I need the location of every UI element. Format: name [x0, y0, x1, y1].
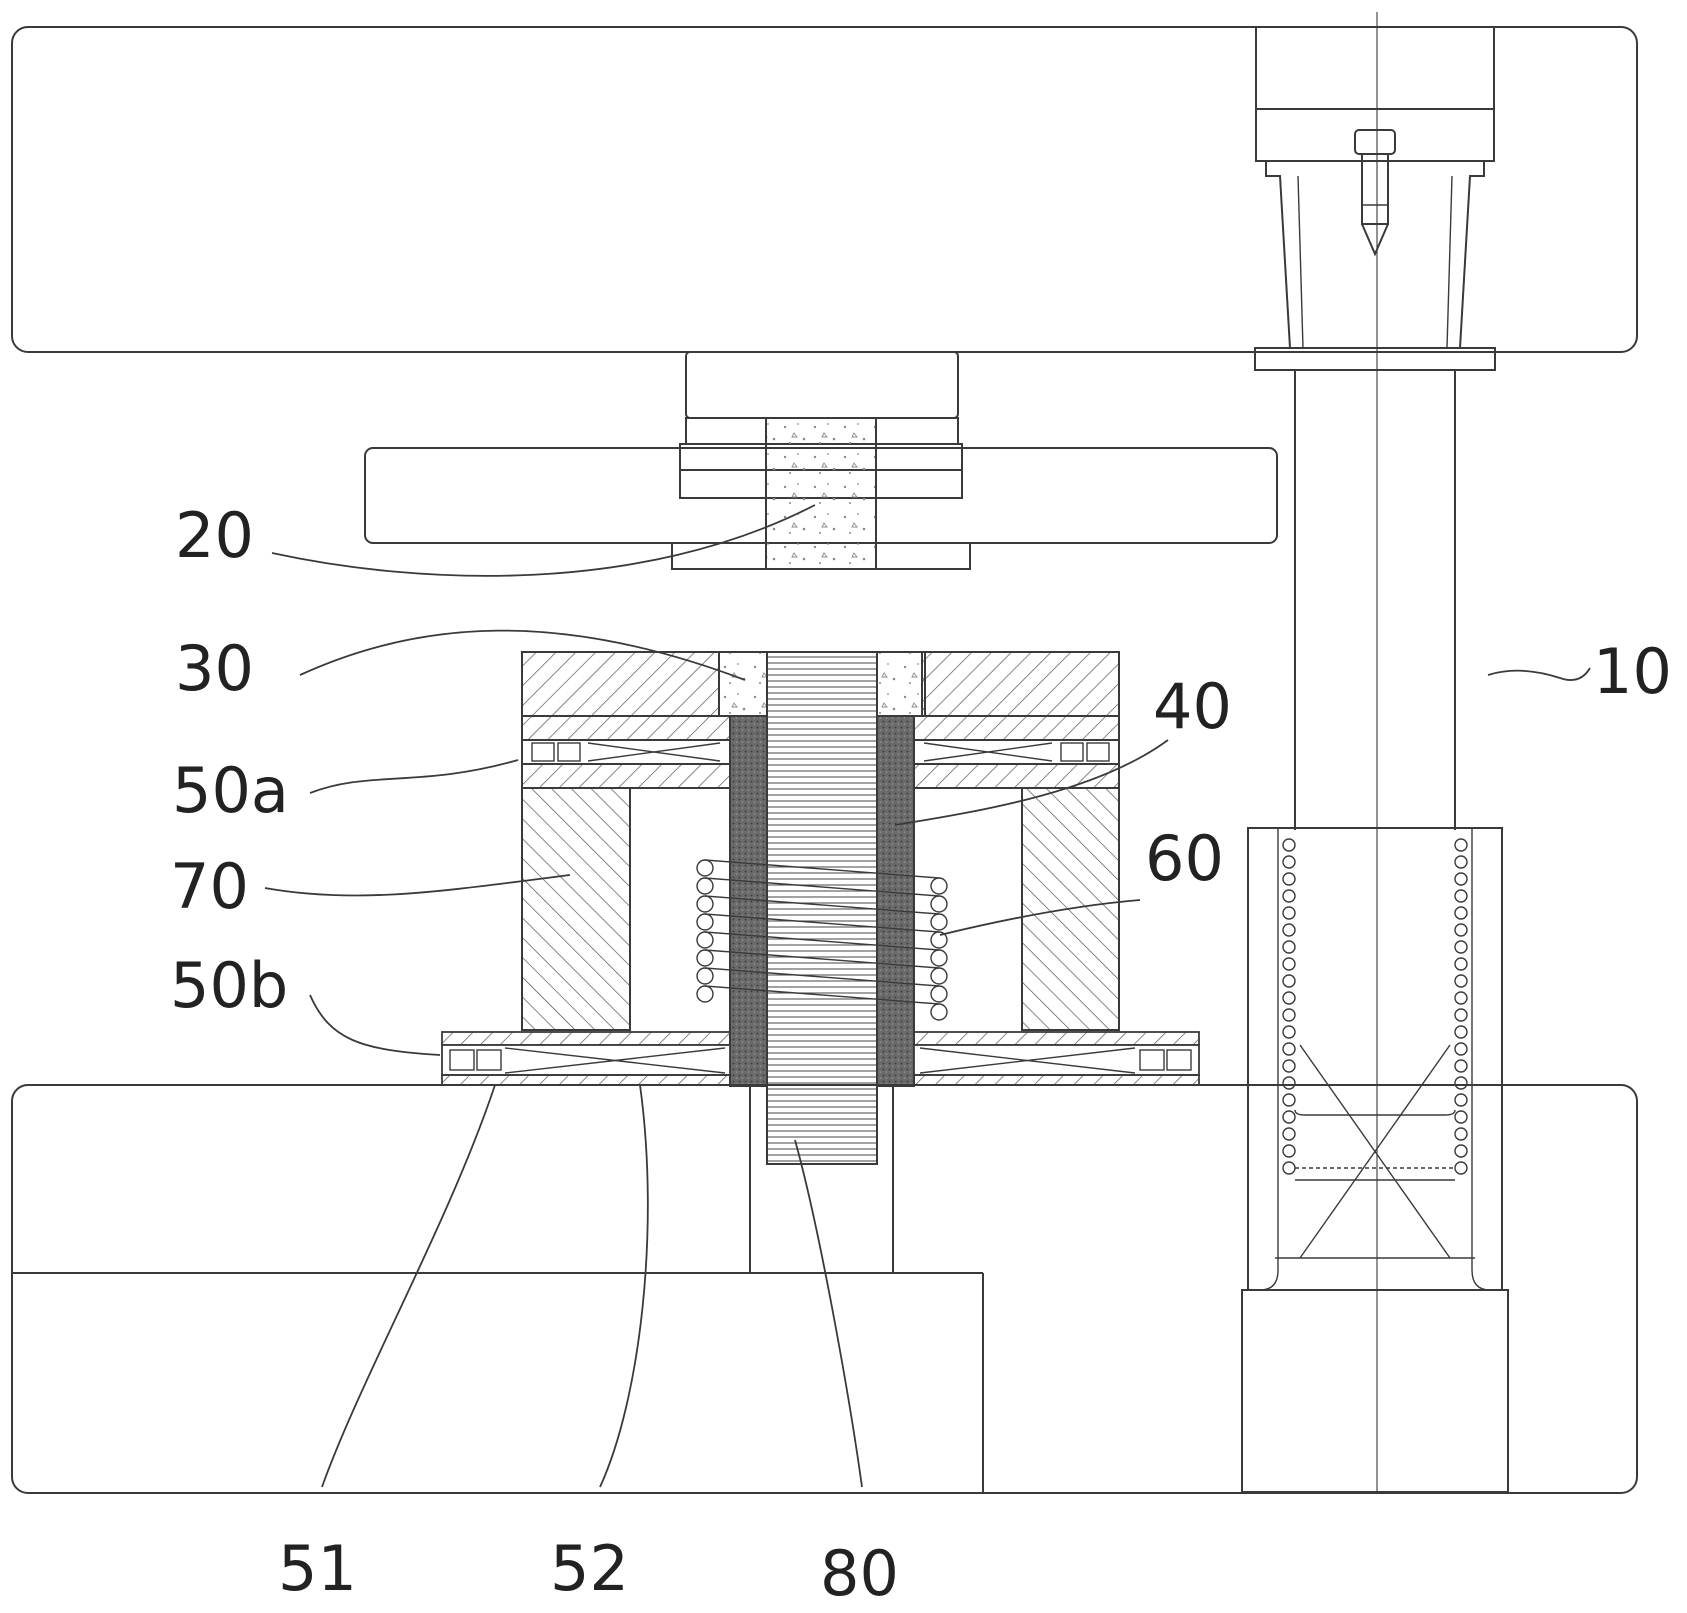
- leader-50a: [309, 759, 519, 794]
- bearing-50b-right: [913, 1031, 1200, 1086]
- leader-30: [299, 629, 746, 681]
- guide-balls-left: [1282, 838, 1296, 1175]
- leader-60: [939, 899, 1141, 936]
- leader-70: [264, 874, 571, 897]
- leader-50b: [309, 994, 441, 1056]
- label-40: 40: [1153, 670, 1232, 743]
- label-70: 70: [170, 850, 249, 923]
- label-80: 80: [820, 1537, 899, 1610]
- leader-20: [271, 504, 816, 577]
- upper-punch-assembly: [364, 351, 1278, 570]
- label-30: 30: [175, 632, 254, 705]
- label-10: 10: [1593, 635, 1672, 708]
- leader-10: [1487, 667, 1591, 681]
- leader-51: [321, 1084, 496, 1488]
- label-20: 20: [175, 499, 254, 572]
- guide-post-10: [1241, 12, 1509, 1493]
- die-insert-30-left: [718, 651, 768, 717]
- die-insert-30-right: [876, 651, 926, 717]
- leader-80: [794, 1139, 863, 1488]
- label-51: 51: [278, 1532, 357, 1605]
- label-52: 52: [550, 1532, 629, 1605]
- die-plate-left: [521, 651, 720, 717]
- bearing-50a-left: [521, 715, 731, 789]
- spring-60: [696, 859, 948, 1021]
- sleeve-40-left: [729, 715, 768, 1087]
- top-plate: [11, 26, 1638, 353]
- label-50b: 50b: [170, 949, 288, 1022]
- leader-lines: [264, 504, 1591, 1488]
- lower-assembly: [11, 651, 1638, 1494]
- punch-20: [765, 417, 877, 570]
- bearing-50b-left: [441, 1031, 731, 1086]
- die-plate-right: [921, 651, 1120, 717]
- sleeve-40-right: [876, 715, 915, 1087]
- label-60: 60: [1145, 822, 1224, 895]
- bottom-plate: [11, 1084, 1638, 1494]
- leader-52: [599, 1084, 649, 1488]
- label-50a: 50a: [172, 754, 289, 827]
- support-block-70-left: [521, 787, 631, 1031]
- guide-balls-right: [1454, 838, 1468, 1175]
- bearing-50a-right: [913, 715, 1120, 789]
- leader-40: [894, 739, 1169, 826]
- reference-labels: 20 30 40 50a 60 70 50b 10 51 52 80: [170, 499, 1672, 1610]
